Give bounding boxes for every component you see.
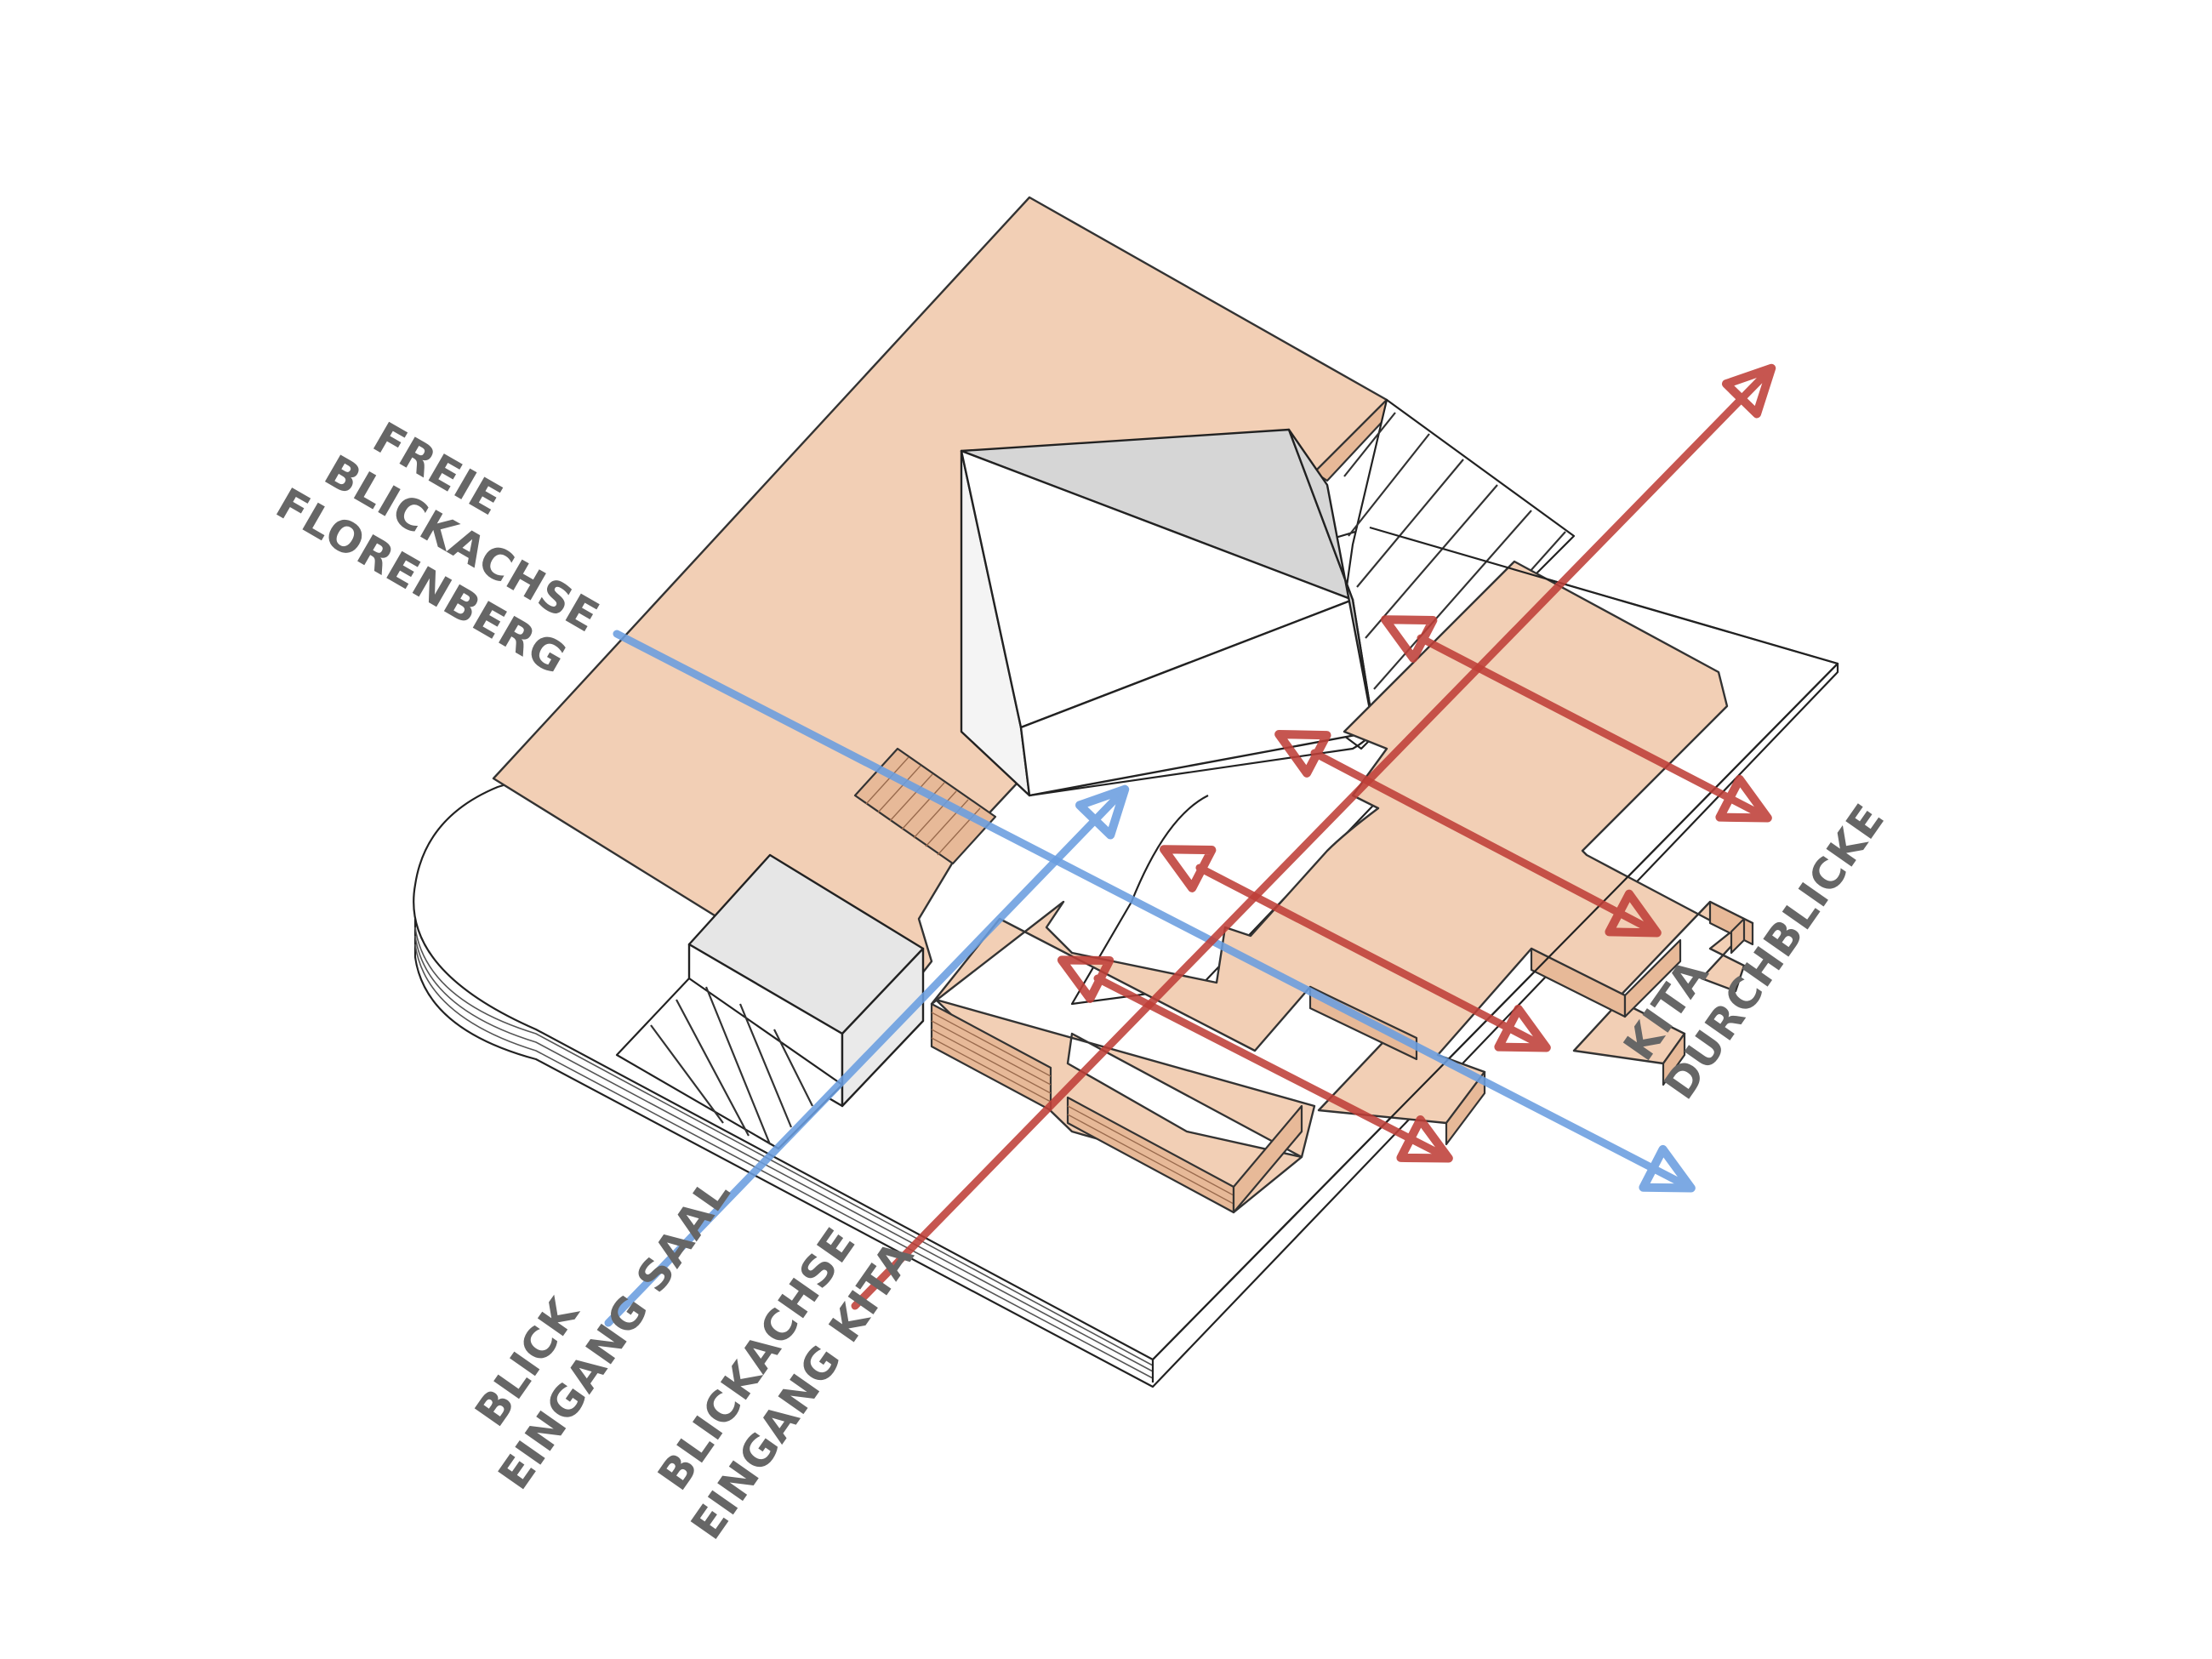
arrow-red-durchblick-2 — [1274, 729, 1662, 938]
label-durchblicke: DURCHBLICKE — [1655, 795, 1895, 1109]
annex-block — [687, 853, 925, 1108]
arrow-red-durchblick-4 — [1057, 955, 1453, 1163]
arrow-red-durchblick-1 — [1381, 615, 1772, 823]
label-freie-blickachse: FREIE BLICKACHSE FLORENBERG — [268, 413, 607, 684]
arrow-blue-eingang-saal — [604, 784, 1130, 1327]
main-building — [960, 428, 1376, 797]
site-base-layers — [414, 926, 1154, 1379]
sightline-arrows — [604, 363, 1776, 1327]
arrow-blue-florenberg — [613, 630, 1696, 1193]
